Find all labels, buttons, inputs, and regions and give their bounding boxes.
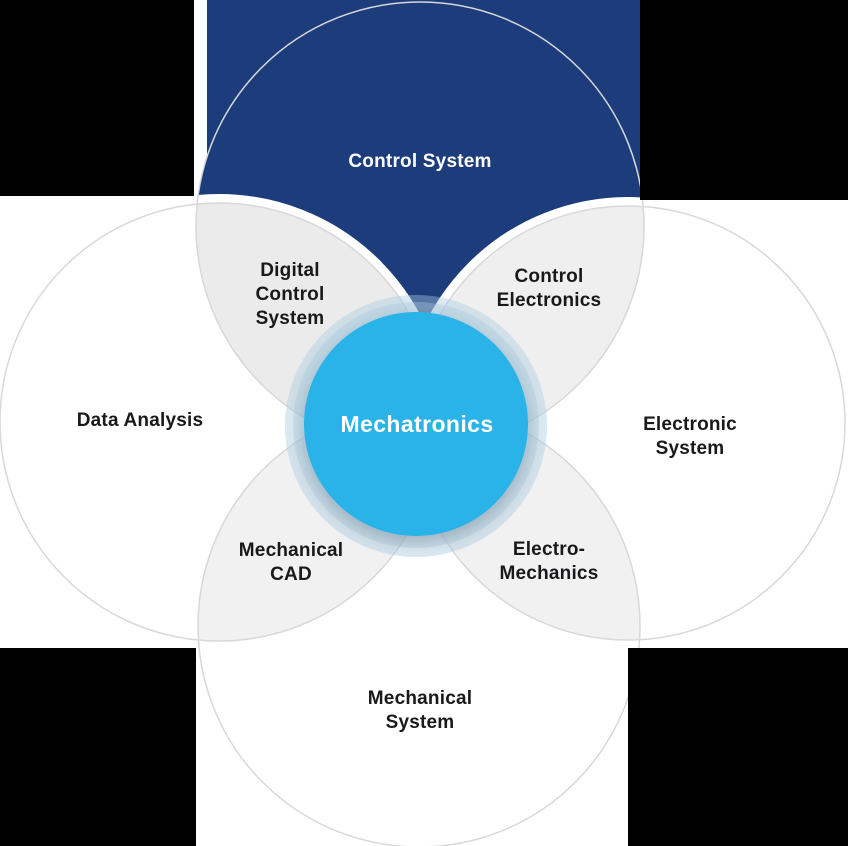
right-circle-label-line-1: Electronic	[643, 414, 737, 435]
overlap-bottom-left-label-line-2: CAD	[270, 564, 312, 585]
center-circle	[304, 312, 528, 536]
overlap-bottom-left-label-line-1: Mechanical	[239, 540, 343, 561]
right-circle-label-line-2: System	[656, 438, 725, 459]
center-label: Mechatronics	[340, 411, 493, 437]
corner-mask-top-right	[640, 0, 848, 200]
corner-mask-bottom-right	[628, 648, 848, 846]
bottom-circle-label-line-2: System	[386, 712, 455, 733]
corner-mask-bottom-left	[0, 648, 196, 846]
overlap-top-left-label-line-3: System	[256, 308, 325, 329]
overlap-top-left-label-line-1: Digital	[260, 260, 319, 281]
white-band-bottom	[196, 640, 628, 846]
overlap-top-left-label-line-2: Control	[256, 284, 325, 305]
top-circle-label: Control System	[348, 151, 491, 172]
bottom-circle-label-line-1: Mechanical	[368, 688, 472, 709]
overlap-bottom-right-label-line-2: Mechanics	[500, 563, 599, 584]
overlap-bottom-right-label-line-1: Electro-	[513, 539, 585, 560]
overlap-top-right-label-line-2: Electronics	[497, 290, 602, 311]
left-circle-label: Data Analysis	[77, 410, 204, 431]
overlap-top-right-label-line-1: Control	[515, 266, 584, 287]
corner-mask-top-left	[0, 0, 194, 196]
